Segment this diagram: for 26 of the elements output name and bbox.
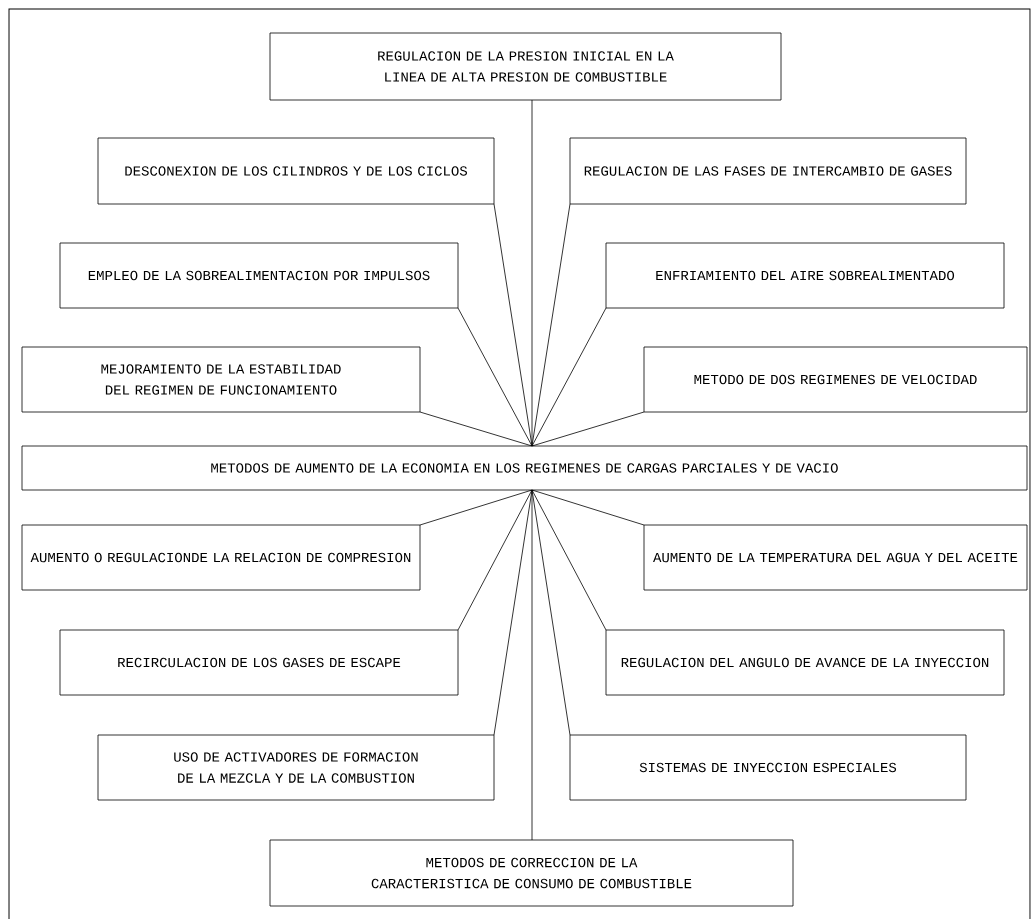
method-box: MEJORAMIENTO DE LA ESTABILIDAD DEL REGIMEN DE FUNCIONAMIENTO [21, 346, 421, 413]
method-box: USO DE ACTIVADORES DE FORMACION DE LA MEZCLA Y DE LA COMBUSTION [97, 734, 495, 801]
connector-line [531, 489, 645, 526]
method-box: REGULACION DEL ANGULO DE AVANCE DE LA INYECCION [605, 629, 1005, 696]
method-box: METODOS DE CORRECCION DE LA CARACTERISTICA DE CONSUMO DE COMBUSTIBLE [269, 839, 794, 907]
connector-line [457, 489, 533, 631]
method-box: ENFRIAMIENTO DEL AIRE SOBREALIMENTADO [605, 242, 1005, 309]
method-box: SISTEMAS DE INYECCION ESPECIALES [569, 734, 967, 801]
method-box: AUMENTO O REGULACIONDE LA RELACION DE COMPRESION [21, 524, 421, 591]
method-box: EMPLEO DE LA SOBREALIMENTACION POR IMPULSOS [59, 242, 459, 309]
connector-line [531, 411, 645, 447]
connector-line [493, 203, 533, 447]
central-box: METODOS DE AUMENTO DE LA ECONOMIA EN LOS REGIMENES DE CARGAS PARCIALES Y DE VACIO [21, 445, 1028, 491]
method-box: DESCONEXION DE LOS CILINDROS Y DE LOS CICLOS [97, 137, 495, 205]
method-box: REGULACION DE LAS FASES DE INTERCAMBIO DE GASES [569, 137, 967, 205]
connector-line [419, 411, 533, 447]
connector-line [531, 307, 607, 447]
connector-line [419, 489, 533, 526]
connector-line [457, 307, 533, 447]
method-box: AUMENTO DE LA TEMPERATURA DEL AGUA Y DEL ACEITE [643, 524, 1028, 591]
connector-line [531, 489, 533, 841]
method-box: METODO DE DOS REGIMENES DE VELOCIDAD [643, 346, 1028, 413]
method-box: RECIRCULACION DE LOS GASES DE ESCAPE [59, 629, 459, 696]
connector-line [531, 489, 607, 631]
method-box: REGULACION DE LA PRESION INICIAL EN LA LINEA DE ALTA PRESION DE COMBUSTIBLE [269, 32, 782, 101]
connector-line [531, 203, 571, 447]
